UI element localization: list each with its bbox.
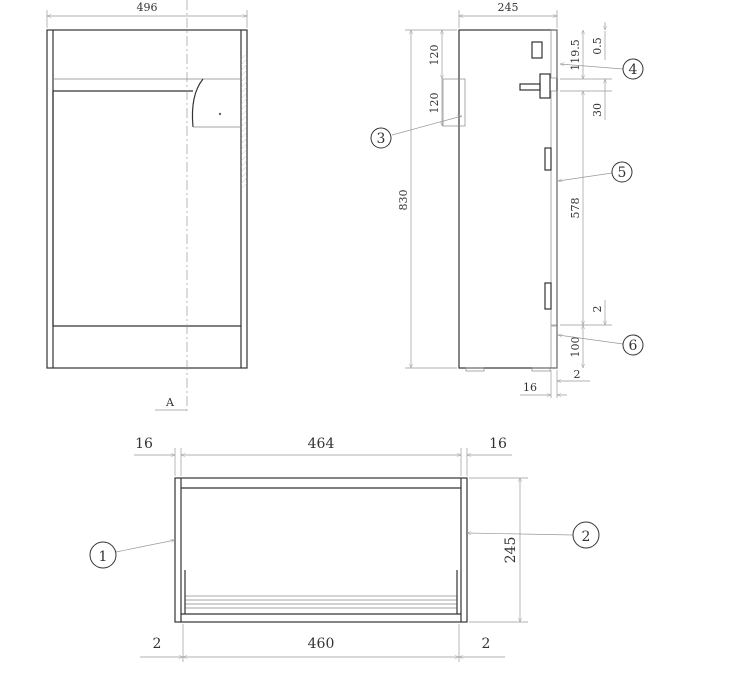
side-view: 245 830 120 120 119.5 578 100 0.5 30 2 1… bbox=[397, 1, 612, 398]
hinge-dot bbox=[218, 112, 222, 116]
inner-width-dimension: 464 bbox=[308, 436, 335, 452]
callout-1 bbox=[89, 541, 117, 569]
foot bbox=[531, 367, 551, 372]
mounting-bracket bbox=[442, 78, 466, 127]
drawer-tray bbox=[184, 595, 458, 615]
handle-icon bbox=[519, 83, 541, 91]
svg-text:1: 1 bbox=[99, 549, 108, 565]
hinge-icon bbox=[531, 41, 543, 59]
door-height-dimension: 578 bbox=[569, 198, 582, 219]
callout-5 bbox=[611, 161, 633, 183]
depth-dimension: 245 bbox=[498, 1, 519, 14]
callout-4 bbox=[622, 58, 644, 80]
height-dimension: 830 bbox=[397, 190, 410, 211]
door-hinge-lower bbox=[544, 282, 552, 310]
svg-text:5: 5 bbox=[618, 165, 627, 181]
top-gap-dimension: 0.5 bbox=[591, 37, 604, 55]
plan-view: 16 464 16 245 2 460 2 bbox=[134, 436, 528, 662]
left-gap-dimension: 2 bbox=[153, 636, 162, 652]
panel-thickness-dimension: 16 bbox=[523, 381, 537, 394]
svg-text:2: 2 bbox=[582, 529, 591, 545]
callout-6 bbox=[622, 334, 644, 356]
bracket-dimension: 120 bbox=[428, 93, 441, 114]
foot bbox=[465, 367, 485, 372]
handle-gap-dimension: 30 bbox=[591, 103, 604, 117]
plan-depth-dimension: 245 bbox=[503, 537, 519, 564]
section-marker: A bbox=[165, 396, 175, 409]
top-rail-dimension: 120 bbox=[428, 45, 441, 66]
side-outline bbox=[458, 29, 558, 369]
cabinet-outline bbox=[46, 29, 248, 369]
door-offset-dimension: 2 bbox=[574, 368, 581, 381]
handle-cutout-arc bbox=[191, 78, 204, 128]
width-dimension: 496 bbox=[137, 1, 158, 14]
right-gap-dimension: 2 bbox=[482, 636, 491, 652]
left-panel-dimension: 16 bbox=[135, 436, 153, 452]
plan-outline bbox=[174, 477, 468, 623]
door-width-dimension: 460 bbox=[308, 636, 335, 652]
front-view: 496 A bbox=[46, 0, 248, 412]
plinth-section bbox=[550, 325, 558, 369]
right-panel-dimension: 16 bbox=[489, 436, 507, 452]
plinth-dimension: 100 bbox=[569, 337, 582, 358]
callout-3 bbox=[370, 127, 392, 149]
door-top-dimension: 119.5 bbox=[569, 39, 582, 71]
callout-2 bbox=[572, 521, 600, 549]
door-hinge-upper bbox=[544, 147, 552, 171]
hatched-section bbox=[241, 55, 247, 188]
svg-text:6: 6 bbox=[629, 338, 638, 354]
svg-text:3: 3 bbox=[377, 131, 386, 147]
callouts: 1 2 3 4 5 6 bbox=[89, 58, 644, 569]
door-section bbox=[550, 90, 558, 326]
svg-text:4: 4 bbox=[629, 62, 638, 78]
bottom-gap-dimension: 2 bbox=[591, 306, 604, 313]
